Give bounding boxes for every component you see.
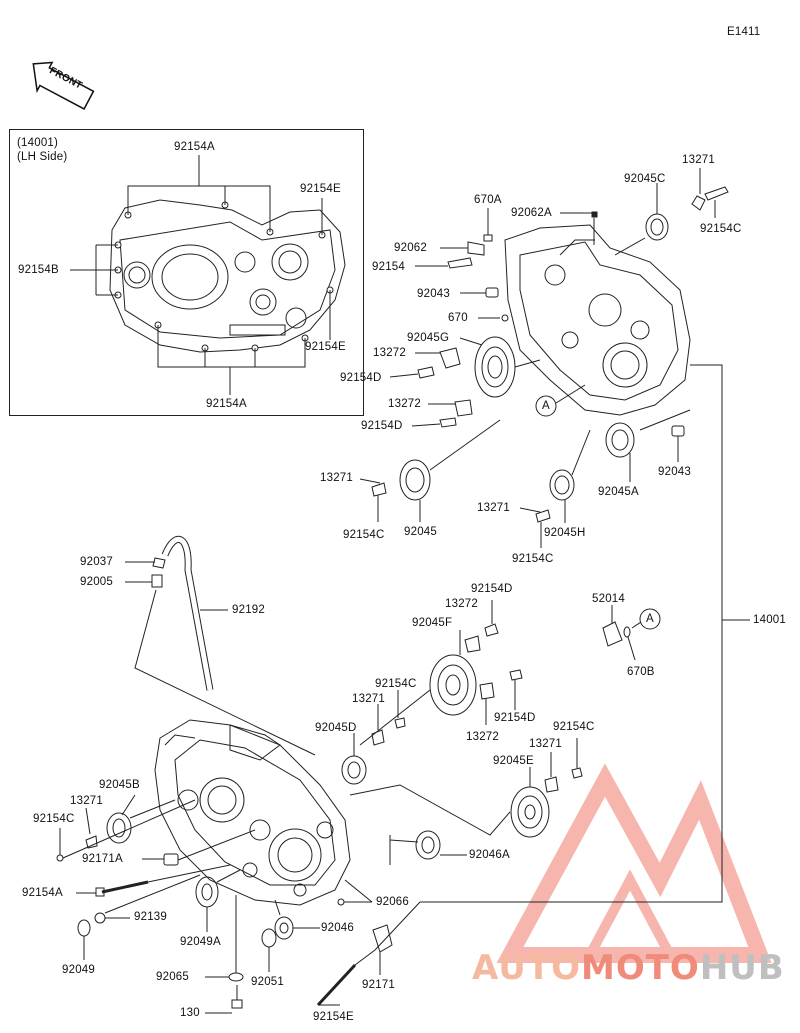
- part-label[interactable]: 92154C: [375, 678, 417, 690]
- part-label[interactable]: 670: [448, 312, 468, 324]
- part-label[interactable]: 92154C: [553, 721, 595, 733]
- part-label[interactable]: 92045C: [624, 173, 666, 185]
- inset-frame: [9, 129, 364, 416]
- part-label[interactable]: 92045E: [493, 755, 534, 767]
- part-label[interactable]: 13271: [477, 502, 510, 514]
- part-label[interactable]: 92045D: [315, 722, 357, 734]
- inset-subtitle: (LH Side): [17, 151, 68, 163]
- watermark-triangle-logo: [496, 763, 772, 963]
- part-label[interactable]: 92046A: [469, 849, 510, 861]
- part-label[interactable]: 52014: [592, 593, 625, 605]
- part-label[interactable]: 92139: [134, 911, 167, 923]
- part-label[interactable]: 13272: [388, 398, 421, 410]
- part-label[interactable]: 92062: [394, 242, 427, 254]
- part-label[interactable]: 92154D: [361, 420, 403, 432]
- watermark-part3: HUB: [699, 948, 785, 988]
- part-label[interactable]: 92154E: [305, 341, 346, 353]
- part-label[interactable]: 92171: [362, 979, 395, 991]
- callout-a-label: A: [542, 400, 550, 412]
- watermark-part2: MOTO: [580, 948, 700, 988]
- callout-a-label: A: [646, 613, 654, 625]
- diagram-code: E1411: [727, 26, 761, 38]
- sensor-52014: [602, 621, 623, 647]
- part-label[interactable]: 13271: [682, 154, 715, 166]
- part-label[interactable]: 92045B: [99, 779, 140, 791]
- part-label[interactable]: 92043: [417, 288, 450, 300]
- part-label[interactable]: 13272: [445, 598, 478, 610]
- rh-crankcase-upper: [504, 224, 691, 416]
- inset-title: (14001): [17, 137, 59, 149]
- part-label[interactable]: 13271: [70, 795, 103, 807]
- part-label[interactable]: 92154D: [494, 712, 536, 724]
- part-label[interactable]: 92154C: [33, 813, 75, 825]
- part-label[interactable]: 13271: [320, 472, 353, 484]
- part-label[interactable]: 92062A: [511, 207, 552, 219]
- part-label[interactable]: 92154C: [343, 529, 385, 541]
- part-label[interactable]: 92045G: [407, 332, 450, 344]
- part-label[interactable]: 92154D: [340, 372, 382, 384]
- part-label[interactable]: 92049: [62, 964, 95, 976]
- part-label[interactable]: 92043: [658, 466, 691, 478]
- part-label[interactable]: 92154C: [512, 553, 554, 565]
- part-label[interactable]: 13271: [529, 738, 562, 750]
- part-label[interactable]: 92005: [80, 576, 113, 588]
- part-label[interactable]: 92171A: [82, 853, 123, 865]
- part-label[interactable]: 92154E: [313, 1011, 354, 1023]
- part-label[interactable]: 130: [180, 1007, 200, 1019]
- part-label[interactable]: 13272: [373, 347, 406, 359]
- part-label[interactable]: 92045F: [412, 617, 453, 629]
- bearing-92045g: [474, 336, 516, 398]
- part-label[interactable]: 92046: [321, 922, 354, 934]
- watermark-text: AUTOMOTOHUB: [472, 950, 785, 986]
- part-label[interactable]: 92045H: [544, 527, 586, 539]
- front-arrow-icon: [32, 61, 95, 110]
- part-label[interactable]: 92037: [80, 556, 113, 568]
- oil-seal-92045c: [645, 213, 669, 241]
- part-label[interactable]: 670A: [474, 194, 502, 206]
- part-label[interactable]: 92154A: [174, 141, 215, 153]
- watermark-part1: AUTO: [472, 948, 581, 988]
- part-label[interactable]: 92154D: [471, 583, 513, 595]
- part-label[interactable]: 92049A: [180, 936, 221, 948]
- part-label[interactable]: 92045A: [598, 486, 639, 498]
- inset-lh-crankcase: [70, 155, 346, 395]
- part-label[interactable]: 92154A: [206, 398, 247, 410]
- callout-a-circle: [535, 395, 557, 417]
- part-label[interactable]: 92192: [232, 604, 265, 616]
- part-label[interactable]: 92051: [251, 976, 284, 988]
- part-label[interactable]: 13271: [352, 693, 385, 705]
- part-label[interactable]: 92066: [376, 896, 409, 908]
- part-label[interactable]: 92154B: [18, 264, 59, 276]
- part-label[interactable]: 14001: [753, 614, 786, 626]
- part-label[interactable]: 92154A: [22, 887, 63, 899]
- part-label[interactable]: 670B: [627, 666, 655, 678]
- part-label[interactable]: 13272: [466, 731, 499, 743]
- part-label[interactable]: 92045: [404, 526, 437, 538]
- lh-crankcase-lower: [154, 719, 351, 906]
- part-label[interactable]: 92154: [372, 261, 405, 273]
- part-label[interactable]: 92065: [156, 971, 189, 983]
- part-label[interactable]: 92154C: [700, 223, 742, 235]
- part-label[interactable]: 92154E: [300, 183, 341, 195]
